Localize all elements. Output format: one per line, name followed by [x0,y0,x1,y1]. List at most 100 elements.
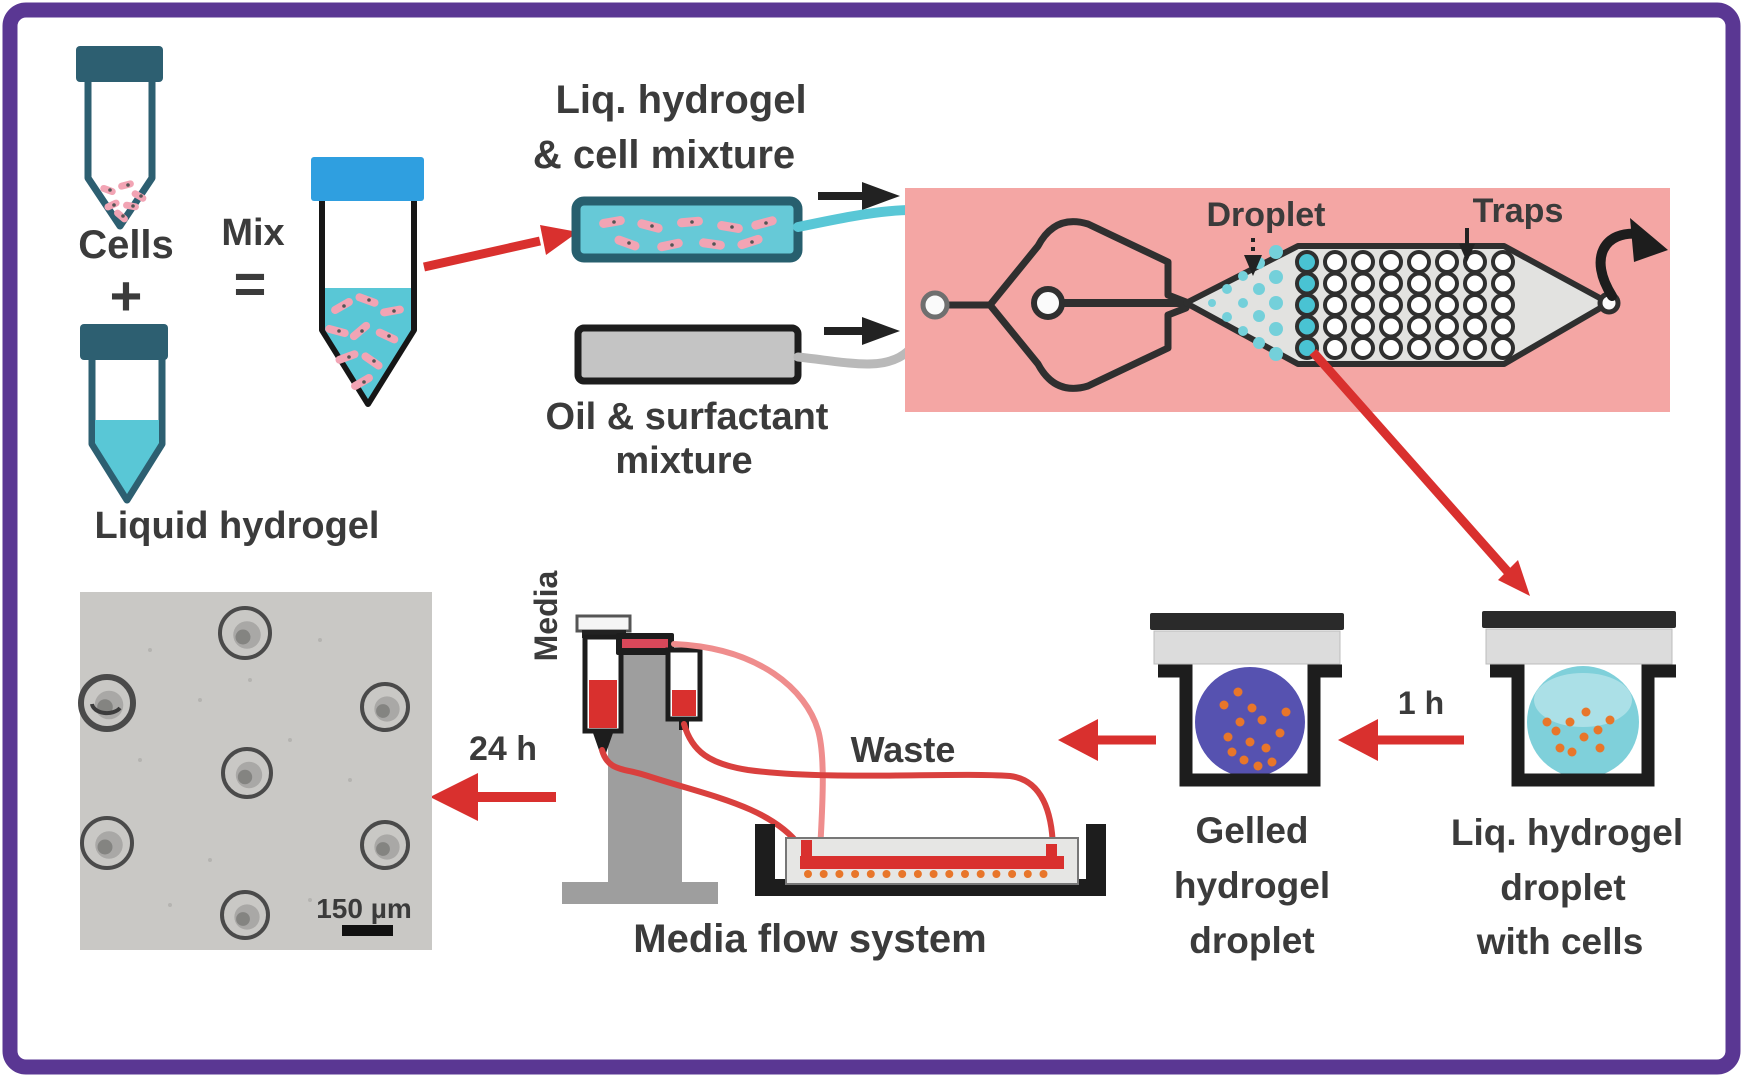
arrow-24h [430,773,556,821]
background-speck [148,648,152,652]
equals-sign: = [234,252,267,315]
background-speck [208,858,212,862]
arrow-chip-to-droplet [1309,349,1530,596]
oil-inlet-port [920,290,950,320]
dish-droplet [882,870,891,878]
media-flow-system-label: Media flow system [633,917,986,961]
cell-dot [1247,703,1257,713]
cell-nucleus [730,225,734,229]
cell-nucleus [362,380,366,384]
forming-droplet [1269,322,1283,336]
empty-trap [1351,314,1375,339]
cell-pill [614,235,640,251]
waste-syringe-icon [665,647,703,730]
forming-droplet [1222,284,1232,294]
empty-trap [1379,250,1403,274]
spheroid-core [97,839,113,855]
empty-trap [1323,271,1347,296]
forming-droplet [1253,283,1265,295]
spheroid-core [235,629,251,645]
empty-trap [1323,314,1347,339]
mix-tube-icon [311,157,424,407]
empty-trap [1351,271,1375,296]
forming-droplet [1253,310,1265,322]
cell-dot [1555,743,1565,753]
liq-droplet-label-line3: with cells [1476,921,1644,962]
forming-droplet [1269,296,1283,310]
micrograph-droplet [80,816,134,870]
cell-pill [100,184,116,196]
background-speck [348,778,352,782]
forming-droplet [1269,270,1283,284]
oil-surfactant-label-line2: mixture [615,440,752,482]
cell-pill [717,221,743,233]
empty-trap [1323,293,1347,317]
forming-droplet [1238,326,1248,336]
droplet-ring [220,890,270,940]
cell-pill [351,374,373,390]
cell-dot [1227,747,1237,757]
traps-pointer-arrow [1459,228,1475,262]
waste-label: Waste [851,729,956,770]
cell-dot [1281,707,1291,717]
dish-droplet [1023,870,1032,878]
droplet-pointer-arrow [1244,238,1262,276]
empty-trap [1351,293,1375,317]
empty-trap [1379,314,1403,339]
trapped-droplet [1295,314,1319,339]
empty-trap [1407,314,1431,339]
micrograph-droplet [221,747,273,799]
gelled-label-line2: hydrogel [1174,865,1330,906]
empty-trap [1435,250,1459,274]
cell-dot [1542,717,1552,727]
dish-droplet [945,870,954,878]
cell-nucleus [750,240,754,244]
scale-bar-label: 150 µm [316,893,412,924]
empty-trap [1491,336,1515,360]
spheroid-curl [90,703,122,716]
cell-pill [104,199,120,211]
cell-nucleus [612,220,616,224]
media-flow-system-icon: Media [528,570,1106,904]
background-speck [288,738,292,742]
spheroid-core [376,842,390,856]
droplet-ring [218,606,272,660]
cell-pill [325,324,349,338]
cell-dot [1595,743,1605,753]
cells-tube-icon [76,46,163,230]
empty-trap [1463,293,1487,317]
trapped-droplet [1295,293,1319,317]
trap-array [1295,250,1515,360]
empty-trap [1491,250,1515,274]
cell-pill [131,190,147,202]
cell-pill [355,293,379,307]
dish-droplet [866,870,875,878]
forming-droplet [1208,299,1216,307]
cell-nucleus [690,220,694,224]
background-speck [138,758,142,762]
gelled-droplet [1195,667,1305,777]
forming-droplet [1269,347,1283,361]
time-24h-label: 24 h [469,730,537,768]
cell-dot [1567,747,1577,757]
liquid-hydrogel-tube-icon [80,324,168,504]
outlet-arrow [1595,218,1668,301]
cell-dot [1579,732,1589,742]
cell-nucleus [121,214,125,218]
cell-pill [637,219,663,233]
trapped-droplet [1295,271,1319,296]
empty-trap [1351,250,1375,274]
empty-trap [1323,336,1347,360]
arrow-mix-to-syringe [423,225,578,272]
empty-trap [1491,271,1515,296]
cell-pill [335,350,359,364]
cell-dot [1261,743,1271,753]
micrograph-droplet [78,674,136,732]
arrow-oil-inlet [824,317,900,345]
cell-nucleus [387,334,391,338]
cell-nucleus [337,329,341,333]
dish-droplet [1039,870,1048,878]
dish-droplet [961,870,969,878]
cell-nucleus [764,221,768,225]
